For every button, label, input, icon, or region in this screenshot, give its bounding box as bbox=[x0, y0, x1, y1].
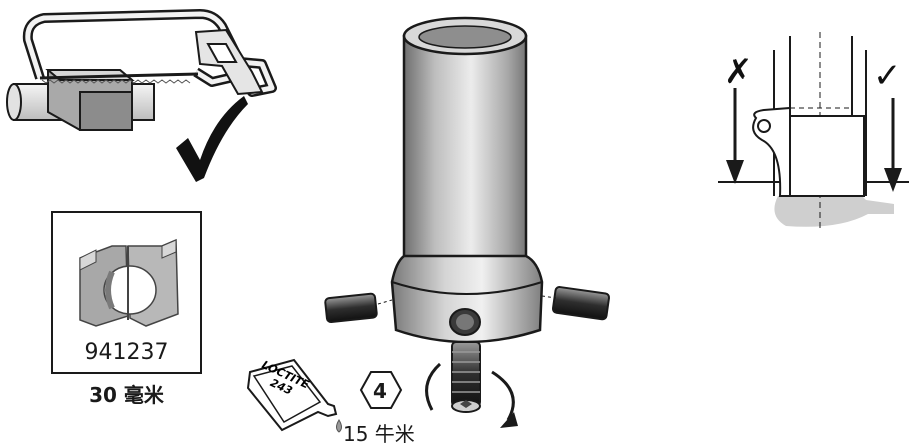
wrong-mark: ✗ bbox=[724, 52, 753, 92]
right-set-screw bbox=[541, 286, 611, 321]
step-hexagon bbox=[359, 371, 403, 409]
check-icon bbox=[176, 96, 248, 182]
rotation-arrow-icon bbox=[425, 362, 515, 421]
alignment-detail bbox=[718, 32, 909, 230]
down-arrow-icon bbox=[726, 160, 744, 184]
loctite-bottle bbox=[246, 358, 342, 433]
correct-mark: ✓ bbox=[873, 56, 902, 96]
tool-size: 30 毫米 bbox=[89, 383, 164, 407]
tool-card bbox=[51, 211, 202, 374]
torque-value: 15 牛米 bbox=[343, 422, 415, 446]
fork-tube-assembly bbox=[324, 16, 611, 428]
drop-icon bbox=[336, 419, 342, 433]
down-arrow-icon bbox=[884, 168, 902, 192]
part-number: 941237 bbox=[84, 340, 169, 365]
hacksaw-scene bbox=[6, 9, 277, 182]
left-set-screw bbox=[324, 292, 393, 324]
step-number: 4 bbox=[373, 379, 387, 403]
front-bolt bbox=[451, 341, 481, 413]
